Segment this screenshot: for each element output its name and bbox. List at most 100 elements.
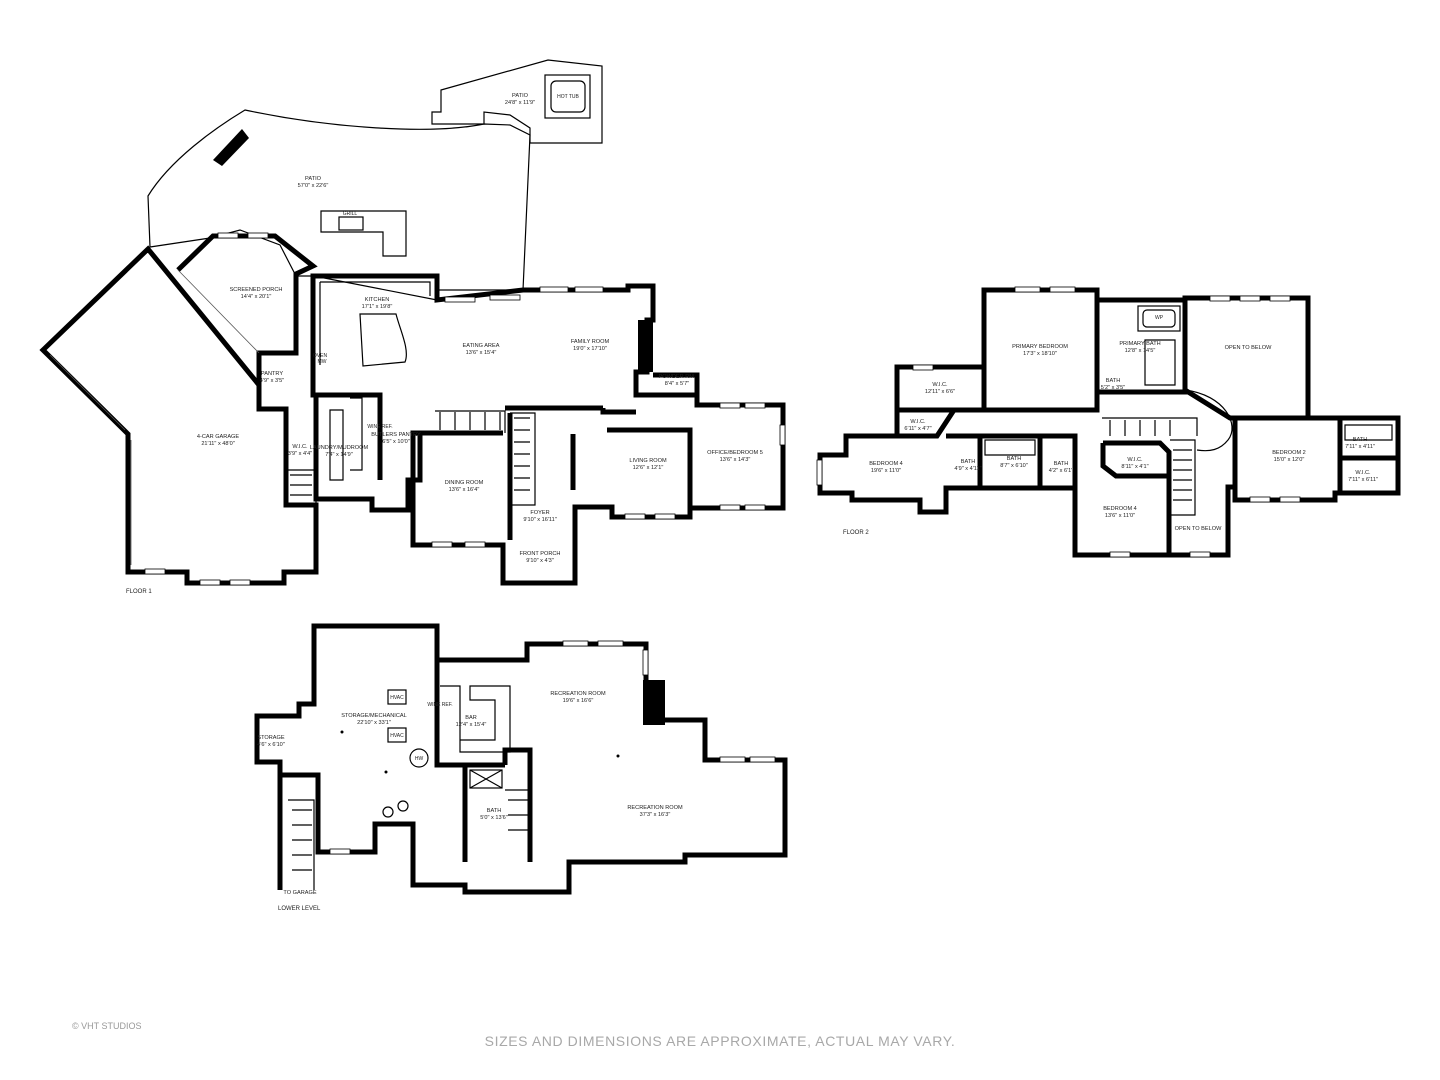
room-dim-bar: 12'4" x 15'4" bbox=[456, 722, 487, 728]
floor-1-plan bbox=[39, 59, 786, 586]
kitchen-island bbox=[359, 313, 407, 367]
floor-2-stairs bbox=[1170, 439, 1196, 516]
hvac-unit-2 bbox=[387, 727, 407, 743]
room-name-patio-main: PATIO bbox=[305, 176, 322, 182]
room-dim-dining-room: 13'6" x 16'4" bbox=[449, 487, 480, 493]
house-main-walls bbox=[310, 273, 786, 586]
room-name-storage-mech: STORAGE/MECHANICAL bbox=[341, 713, 406, 719]
room-name-laundry: LAUNDRY/MUDROOM bbox=[310, 445, 369, 451]
lower-fireplace bbox=[643, 680, 665, 725]
room-name-bath-a: BATH bbox=[961, 459, 976, 465]
room-name-patio-upper: PATIO bbox=[512, 93, 529, 99]
room-dim-bath-a: 4'9" x 4'11" bbox=[954, 466, 981, 472]
room-name-powder-rm: POWDER RM. bbox=[659, 374, 696, 380]
room-dim-eating-area: 13'6" x 15'4" bbox=[466, 350, 497, 356]
room-name-wic-4: W.I.C. bbox=[1355, 470, 1371, 476]
room-dim-rec-room-2: 37'3" x 16'3" bbox=[640, 812, 671, 818]
room-dim-wic-2: 6'11" x 4'7" bbox=[904, 426, 931, 432]
room-dim-office-bedroom5: 13'6" x 14'3" bbox=[720, 457, 751, 463]
copyright-text: © VHT STUDIOS bbox=[72, 1021, 142, 1031]
hvac-unit-1 bbox=[387, 689, 407, 705]
fixture-label-lower-hw: HW bbox=[415, 756, 424, 762]
room-name-garage: 4-CAR GARAGE bbox=[197, 434, 240, 440]
room-name-dining-room: DINING ROOM bbox=[445, 480, 484, 486]
room-dim-garage: 21'11" x 48'0" bbox=[201, 441, 234, 447]
room-dim-bath-b: 8'7" x 6'10" bbox=[1000, 463, 1028, 469]
room-name-rec-room-1: RECREATION ROOM bbox=[550, 691, 606, 697]
room-dim-laundry: 7'4" x 14'9" bbox=[325, 452, 353, 458]
fixture-label-lower-wine_ref: WINE REF. bbox=[427, 702, 452, 708]
room-name-front-porch: FRONT PORCH bbox=[520, 551, 561, 557]
fixture-label-lower-hvac1: HVAC bbox=[390, 695, 404, 701]
room-name-eating-area: EATING AREA bbox=[463, 343, 500, 349]
room-name-bath-c: BATH bbox=[1054, 461, 1069, 467]
fixture-label-floor1-hot_tub: HOT TUB bbox=[557, 94, 579, 100]
lower-level-outer-walls bbox=[254, 623, 788, 895]
room-dim-primary-bath: 12'8" x 14'5" bbox=[1125, 348, 1156, 354]
room-dim-storage: 4'6" x 6'10" bbox=[257, 742, 285, 748]
primary-bath-tub bbox=[1137, 305, 1181, 332]
room-name-open-below-1: OPEN TO BELOW bbox=[1225, 345, 1272, 351]
room-name-office-bedroom5: OFFICE/BEDROOM 5 bbox=[707, 450, 763, 456]
room-name-rec-room-2: RECREATION ROOM bbox=[627, 805, 683, 811]
floor-2-plan bbox=[816, 286, 1401, 558]
outdoor-fireplace bbox=[213, 129, 249, 166]
room-name-screened-porch: SCREENED PORCH bbox=[230, 287, 283, 293]
fireplace-family-room bbox=[638, 320, 653, 372]
room-name-bedroom4-right: BEDROOM 4 bbox=[1103, 506, 1137, 512]
room-dim-wic-f1: 3'9" x 4'4" bbox=[288, 451, 312, 457]
room-dim-bath-d: 7'11" x 4'11" bbox=[1345, 444, 1375, 450]
room-dim-bath-c: 4'2" x 6'1" bbox=[1049, 468, 1073, 474]
floor-2-outer-walls bbox=[817, 287, 1401, 558]
room-name-storage: STORAGE bbox=[257, 735, 285, 741]
garage-walls bbox=[39, 245, 319, 586]
room-dim-bedroom2: 15'0" x 12'0" bbox=[1274, 457, 1305, 463]
room-name-wic-f1: W.I.C. bbox=[292, 444, 308, 450]
water-heater bbox=[409, 748, 429, 768]
room-dim-family-room: 19'0" x 17'10" bbox=[573, 346, 607, 352]
room-dim-foyer: 9'10" x 16'11" bbox=[523, 517, 556, 523]
room-name-primary-bedroom: PRIMARY BEDROOM bbox=[1012, 344, 1068, 350]
room-name-bar: BAR bbox=[465, 715, 477, 721]
room-dim-bedroom4-right: 13'6" x 11'0" bbox=[1105, 513, 1135, 519]
fixture-label-floor1-oven: OVEN bbox=[313, 353, 328, 359]
room-dim-wic-1: 12'11" x 6'6" bbox=[925, 389, 955, 395]
room-name-living-room: LIVING ROOM bbox=[629, 458, 667, 464]
room-name-bath-b: BATH bbox=[1007, 456, 1022, 462]
room-name-bedroom4-left: BEDROOM 4 bbox=[869, 461, 903, 467]
room-dim-front-porch: 9'10" x 4'3" bbox=[526, 558, 554, 564]
room-name-bath-d: BATH bbox=[1353, 437, 1368, 443]
lower-level-plan bbox=[254, 623, 788, 895]
room-dim-pantry: 4'9" x 3'5" bbox=[260, 378, 284, 384]
patio-upper-outline bbox=[431, 59, 603, 144]
room-name-open-below-2: OPEN TO BELOW bbox=[1175, 526, 1222, 532]
room-name-bedroom2: BEDROOM 2 bbox=[1272, 450, 1306, 456]
room-name-bath-lower: BATH bbox=[487, 808, 502, 814]
room-name-wic-3: W.I.C. bbox=[1127, 457, 1143, 463]
room-name-primary-bath: PRIMARY BATH bbox=[1119, 341, 1160, 347]
room-dim-bedroom4-left: 19'6" x 11'0" bbox=[871, 468, 901, 474]
room-dim-primary-bedroom: 17'3" x 18'10" bbox=[1023, 351, 1057, 357]
room-name-wic-1: W.I.C. bbox=[932, 382, 948, 388]
room-name-family-room: FAMILY ROOM bbox=[571, 339, 610, 345]
room-dim-bath-lower: 5'0" x 13'6" bbox=[480, 815, 508, 821]
room-name-butlers-pantry: BUTLERS PANTRY bbox=[371, 432, 421, 438]
room-dim-butlers-pantry: 6'5" x 10'0" bbox=[382, 439, 410, 445]
main-stairs bbox=[510, 412, 536, 506]
room-name-wic-2: W.I.C. bbox=[910, 419, 926, 425]
disclaimer-text: SIZES AND DIMENSIONS ARE APPROXIMATE, AC… bbox=[484, 1033, 956, 1049]
floor-2-label: FLOOR 2 bbox=[843, 530, 869, 536]
lower-stairs bbox=[288, 799, 315, 890]
room-dim-patio-upper: 24'8" x 11'9" bbox=[505, 100, 535, 106]
room-name-to-garage: TO GARAGE bbox=[283, 890, 316, 896]
room-dim-powder-rm: 8'4" x 5'7" bbox=[665, 381, 689, 387]
room-dim-storage-mech: 22'10" x 33'1" bbox=[357, 720, 391, 726]
lower-level-label: LOWER LEVEL bbox=[278, 906, 321, 912]
room-name-pantry: PANTRY bbox=[261, 371, 283, 377]
room-dim-wic-4: 7'11" x 6'11" bbox=[1348, 477, 1378, 483]
fixture-label-floor1-wine_ref: WINE REF. bbox=[367, 424, 392, 430]
room-dim-wic-3: 8'11" x 4'1" bbox=[1121, 464, 1148, 470]
room-dim-rec-room-1: 19'6" x 16'6" bbox=[563, 698, 594, 704]
